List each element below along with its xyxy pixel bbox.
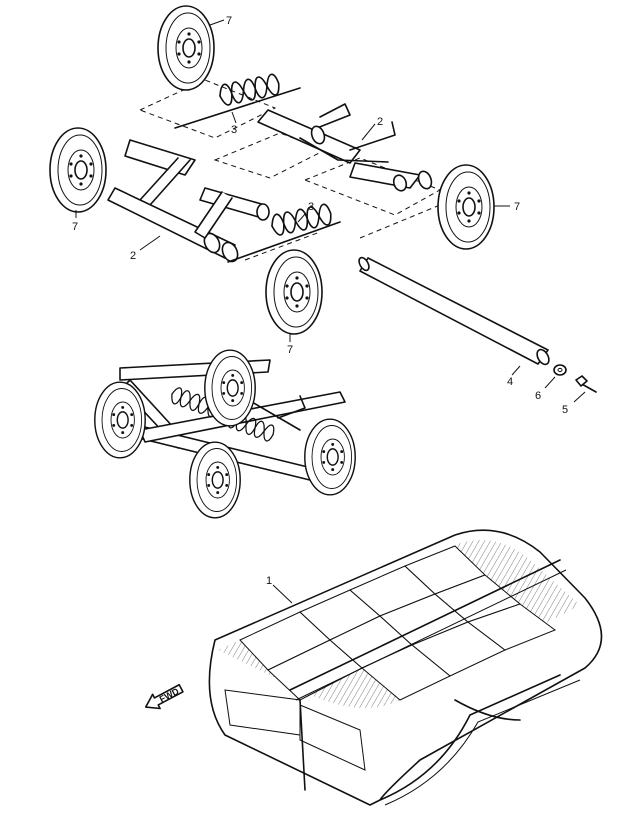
bogie-wheel-front-left <box>94 381 146 459</box>
callouts: 7 3 2 7 3 7 2 7 4 6 5 1 <box>72 15 586 604</box>
bogie-wheel-front-right <box>189 441 241 519</box>
long-shaft <box>358 256 550 366</box>
callout-7-top: 7 <box>226 15 232 27</box>
callout-3-upper: 3 <box>231 124 237 136</box>
spring-lower <box>269 202 334 238</box>
bolt <box>575 375 597 393</box>
track-belt <box>208 529 603 806</box>
bogie-wheel-rear-left <box>204 349 256 427</box>
spring-upper <box>217 72 282 108</box>
callout-4: 4 <box>507 376 513 388</box>
callout-7-right: 7 <box>514 201 520 213</box>
wheel-bottom <box>265 249 323 335</box>
wheel-right <box>437 164 495 250</box>
callout-2-lower: 2 <box>130 250 136 262</box>
front-axle-assembly <box>107 139 341 263</box>
washer <box>553 364 567 376</box>
callout-7-left: 7 <box>72 221 78 233</box>
callout-5: 5 <box>562 404 568 416</box>
fwd-arrow-icon: FWD <box>144 683 184 710</box>
callout-1: 1 <box>266 575 272 587</box>
callout-2-upper: 2 <box>377 116 383 128</box>
callout-7-bottom: 7 <box>287 344 293 356</box>
callout-6: 6 <box>535 390 541 402</box>
bogie-wheel-rear-right <box>304 418 356 496</box>
wheel-top <box>157 5 215 91</box>
assembled-bogie <box>94 349 356 519</box>
wheel-left <box>49 127 107 213</box>
exploded-view <box>49 5 597 393</box>
rear-axle-assembly <box>174 87 433 192</box>
callout-3-lower: 3 <box>308 201 314 213</box>
